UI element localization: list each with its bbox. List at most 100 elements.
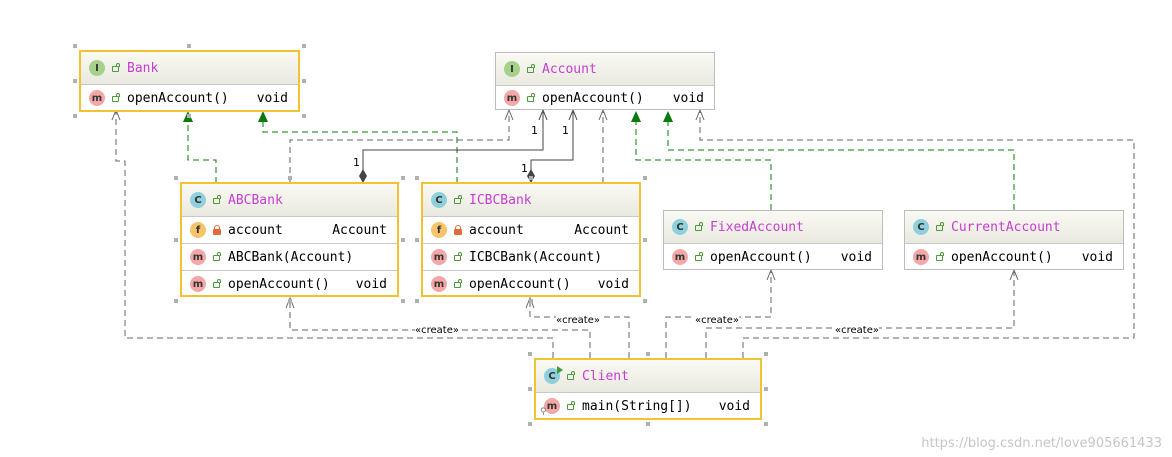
dependency-abcbank-account — [289, 112, 510, 183]
create-stereotype-label: «create» — [695, 315, 739, 326]
public-visibility-icon — [935, 222, 945, 232]
field-icon: f — [431, 222, 447, 238]
class-header[interactable]: I Bank — [81, 52, 298, 85]
selection-handle[interactable] — [401, 299, 405, 303]
class-icon: C — [672, 219, 688, 235]
field-row[interactable]: f account Account — [423, 217, 639, 244]
public-visibility-icon — [694, 222, 704, 232]
class-box-bank[interactable]: I Bank m openAccount() void — [79, 50, 300, 112]
method-row[interactable]: m openAccount() void — [423, 271, 639, 297]
create-stereotype-label: «create» — [835, 325, 879, 336]
class-header[interactable]: C ICBCBank — [423, 184, 639, 217]
method-row[interactable]: m openAccount() void — [496, 86, 714, 110]
method-row[interactable]: m openAccount() void — [905, 244, 1123, 270]
class-icon: C — [190, 192, 206, 208]
return-type: void — [840, 249, 872, 265]
field-type: Account — [574, 222, 629, 238]
public-visibility-icon — [566, 401, 576, 411]
selection-handle[interactable] — [643, 299, 647, 303]
method-icon: m — [913, 249, 929, 265]
class-header[interactable]: C CurrentAccount — [905, 211, 1123, 244]
class-box-client[interactable]: C Client m⚲ main(String[]) void — [534, 358, 762, 420]
multiplicity-label: 1 — [521, 162, 528, 175]
field-name: account — [469, 222, 524, 238]
class-header[interactable]: C FixedAccount — [664, 211, 882, 244]
field-row[interactable]: f account Account — [182, 217, 397, 244]
class-name: Account — [542, 61, 597, 77]
class-name: Bank — [127, 60, 159, 76]
selection-handle[interactable] — [302, 114, 306, 118]
realization-abcbank-bank — [187, 120, 217, 183]
selection-handle[interactable] — [528, 352, 532, 356]
composition-diamond — [359, 169, 367, 183]
method-row[interactable]: m ICBCBank(Account) — [423, 244, 639, 271]
selection-handle[interactable] — [302, 44, 306, 48]
create-stereotype-label: «create» — [415, 325, 459, 336]
class-box-account[interactable]: I Account m openAccount() void — [495, 52, 715, 110]
method-row[interactable]: m openAccount() void — [81, 85, 298, 111]
dependency-arrowhead — [598, 108, 608, 121]
return-type: void — [355, 276, 387, 292]
field-type: Account — [332, 222, 387, 238]
selection-handle[interactable] — [415, 176, 419, 180]
selection-handle[interactable] — [415, 299, 419, 303]
public-visibility-icon — [453, 252, 463, 262]
selection-handle[interactable] — [643, 176, 647, 180]
method-name: ABCBank(Account) — [228, 249, 354, 265]
selection-handle[interactable] — [288, 299, 292, 303]
class-box-abcbank[interactable]: C ABCBank f account Account m ABCBank(Ac… — [180, 182, 399, 297]
public-visibility-icon — [453, 195, 463, 205]
selection-handle[interactable] — [187, 44, 191, 48]
method-name: openAccount() — [469, 276, 571, 292]
selection-handle[interactable] — [174, 299, 178, 303]
public-visibility-icon — [453, 279, 463, 289]
class-box-currentaccount[interactable]: C CurrentAccount m openAccount() void — [904, 210, 1124, 270]
selection-handle[interactable] — [528, 422, 532, 426]
selection-handle[interactable] — [528, 387, 532, 391]
selection-handle[interactable] — [288, 176, 292, 180]
selection-handle[interactable] — [764, 352, 768, 356]
selection-handle[interactable] — [764, 387, 768, 391]
selection-handle[interactable] — [415, 238, 419, 242]
selection-handle[interactable] — [174, 238, 178, 242]
selection-handle[interactable] — [646, 352, 650, 356]
class-name: CurrentAccount — [951, 219, 1061, 235]
public-visibility-icon — [111, 63, 121, 73]
selection-handle[interactable] — [401, 238, 405, 242]
selection-handle[interactable] — [529, 176, 533, 180]
field-icon: f — [190, 222, 206, 238]
public-visibility-icon — [212, 279, 222, 289]
multiplicity-label: 1 — [562, 124, 569, 137]
selection-handle[interactable] — [73, 79, 77, 83]
class-icon: C — [913, 219, 929, 235]
dependency-client-currentaccount — [705, 272, 1015, 358]
selection-handle[interactable] — [643, 238, 647, 242]
selection-handle[interactable] — [73, 114, 77, 118]
multiplicity-label: 1 — [531, 124, 538, 137]
selection-handle[interactable] — [764, 422, 768, 426]
class-header[interactable]: C ABCBank — [182, 184, 397, 217]
realization-fixed-account — [635, 120, 772, 210]
method-row[interactable]: m openAccount() void — [182, 271, 397, 297]
selection-handle[interactable] — [187, 114, 191, 118]
private-visibility-icon — [453, 225, 463, 235]
class-box-fixedaccount[interactable]: C FixedAccount m openAccount() void — [663, 210, 883, 270]
return-type: void — [256, 90, 288, 106]
public-visibility-icon — [212, 252, 222, 262]
public-visibility-icon — [526, 64, 536, 74]
selection-handle[interactable] — [401, 176, 405, 180]
realization-icbcbank-bank — [262, 120, 458, 183]
class-header[interactable]: I Account — [496, 53, 714, 86]
class-box-icbcbank[interactable]: C ICBCBank f account Account m ICBCBank(… — [421, 182, 641, 297]
selection-handle[interactable] — [73, 44, 77, 48]
class-header[interactable]: C Client — [536, 360, 760, 393]
selection-handle[interactable] — [302, 79, 306, 83]
selection-handle[interactable] — [174, 176, 178, 180]
public-visibility-icon — [212, 195, 222, 205]
selection-handle[interactable] — [529, 299, 533, 303]
selection-handle[interactable] — [646, 422, 650, 426]
method-row[interactable]: m⚲ main(String[]) void — [536, 393, 760, 419]
dependency-client-icbcbank — [529, 300, 630, 358]
method-row[interactable]: m openAccount() void — [664, 244, 882, 270]
method-row[interactable]: m ABCBank(Account) — [182, 244, 397, 271]
